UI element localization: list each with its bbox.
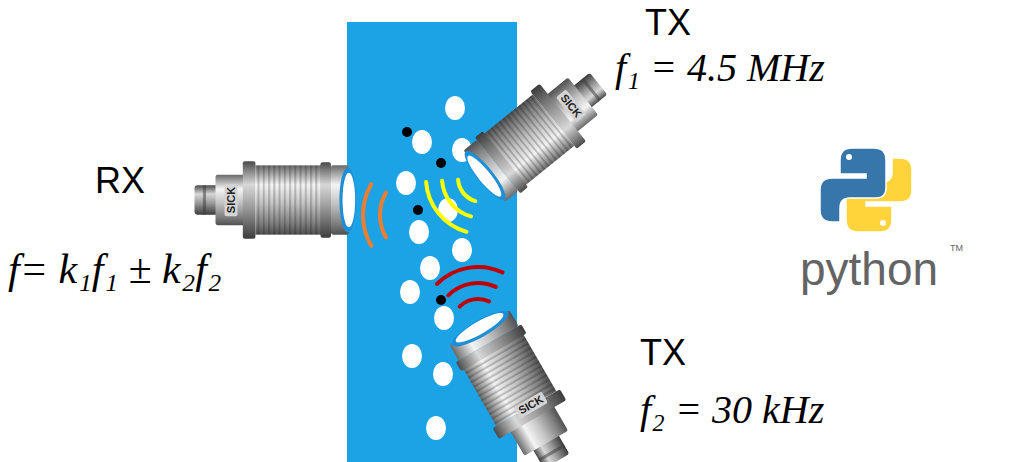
logo-blue [820, 148, 886, 222]
transmitter-sensor [442, 302, 590, 462]
python-logo [820, 148, 912, 232]
wave-arc [363, 184, 371, 246]
particle [402, 127, 412, 137]
transmitter-sensor [456, 55, 622, 209]
trademark-mark: TM [950, 244, 963, 253]
bubble [402, 344, 422, 368]
bubble [433, 362, 453, 386]
bubble [420, 256, 440, 280]
logo-wordmark: python [800, 246, 938, 292]
sensor-label: RX [95, 163, 145, 199]
bubble [396, 171, 416, 195]
bubble [434, 306, 454, 330]
particle [413, 205, 423, 215]
receiver-sensor [195, 161, 357, 239]
wave-arc [458, 180, 475, 201]
wave-arc [460, 299, 489, 307]
particle [436, 158, 446, 168]
bubble [426, 416, 446, 440]
wave-arc [442, 181, 471, 217]
bubble [452, 238, 472, 262]
sensor-label: TX [645, 5, 691, 41]
formula-label: f= k₁f₁ ± k₂f₂ [8, 248, 222, 290]
frequency-label: f₂ = 30 kHz [640, 390, 824, 430]
frequency-label: f₁ = 4.5 MHz [615, 48, 825, 88]
waves [363, 180, 503, 307]
brand-print: SICK [225, 184, 238, 216]
logo-eye [880, 220, 886, 226]
wave-arc [448, 283, 496, 295]
bubble [409, 220, 429, 244]
wave-arc [437, 267, 503, 284]
bubble [445, 96, 465, 120]
wave-arc [426, 182, 466, 232]
bubble [400, 280, 420, 304]
wave-arc [380, 193, 386, 238]
sensor-label: TX [640, 335, 686, 371]
particle [436, 295, 446, 305]
bubble [412, 130, 432, 154]
logo-eye [846, 154, 852, 160]
